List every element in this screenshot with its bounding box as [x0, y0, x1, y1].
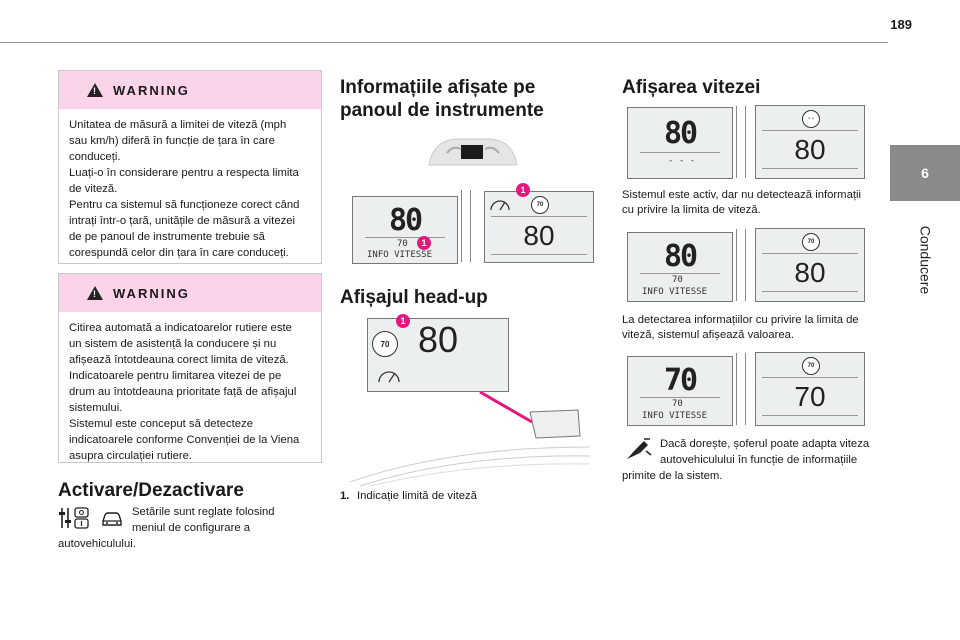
- callout-marker: 1: [516, 183, 530, 197]
- headup-heading: Afișajul head-up: [340, 287, 488, 308]
- speedometer-icon: [376, 365, 402, 390]
- panel-sign: 70: [802, 357, 820, 375]
- speed-display-text-1: Sistemul este activ, dar nu detectează i…: [622, 189, 862, 216]
- instrument-heading-2: panoul de instrumente: [340, 100, 544, 121]
- caption-text: Indicație limită de viteză: [357, 490, 477, 502]
- panel-right-speed: 70: [794, 381, 826, 412]
- speed-panel-2-right: 70 80: [755, 228, 865, 302]
- panel-speed: 70: [663, 363, 698, 398]
- panel-speed: 80: [663, 116, 698, 151]
- warning-title: WARNING: [113, 285, 190, 301]
- panel-info-text: INFO VITESSE: [642, 411, 708, 421]
- panel-right-speed: 80: [794, 134, 826, 165]
- settings-icon: [58, 506, 92, 535]
- panel-sign: - -: [802, 110, 820, 128]
- warning-box-detection: WARNING Citirea automată a indicatoarelo…: [58, 273, 322, 463]
- warning-title: WARNING: [113, 82, 190, 98]
- panel-limit: 70: [672, 275, 683, 285]
- section-tab[interactable]: 6: [890, 145, 960, 201]
- speedometer-icon: [489, 196, 511, 217]
- panel-dashes: - - -: [668, 156, 696, 166]
- tip-icon: [624, 437, 652, 468]
- warning-text: Citirea automată a indicatoarelor rutier…: [69, 322, 300, 462]
- activation-text-3: autovehiculului.: [58, 538, 136, 550]
- callout-marker: 1: [396, 314, 410, 328]
- panel-right-speed: 80: [794, 257, 826, 288]
- speed-limit-sign: 70: [531, 196, 549, 214]
- panel-speed: 80: [663, 239, 698, 274]
- callout-marker: 1: [417, 236, 431, 250]
- activation-text-2: meniul de configurare a: [132, 522, 251, 534]
- instrument-heading-1: Informațiile afișate pe: [340, 77, 536, 98]
- headup-speed: 80: [418, 319, 459, 360]
- warning-header: WARNING: [59, 71, 321, 109]
- panel-limit: 70: [672, 399, 683, 409]
- speed-panel-1-left: 80 - - -: [627, 107, 733, 179]
- tip-text-1: Dacă dorește, șoferul poate adapta vitez…: [660, 438, 870, 450]
- tip-text-3: primite de la sistem.: [622, 470, 723, 482]
- headup-display: 70 80: [367, 318, 509, 392]
- speed-panel-3-right: 70 70: [755, 352, 865, 426]
- cluster-info-text: INFO VITESSE: [367, 250, 433, 260]
- headup-projection-illustration: [349, 390, 591, 492]
- section-label: Conducere: [917, 225, 933, 295]
- panel-sign: 70: [802, 233, 820, 251]
- headup-sign: 70: [372, 331, 398, 357]
- warning-header: WARNING: [59, 274, 321, 312]
- cluster-display-left: 80 70 INFO VITESSE: [352, 196, 458, 264]
- caption-number: 1.: [340, 490, 350, 502]
- panel-info-text: INFO VITESSE: [642, 287, 708, 297]
- activation-text-1: Setările sunt reglate folosind: [132, 506, 275, 518]
- cluster-speed: 80: [388, 203, 423, 238]
- dashboard-icon: [425, 135, 521, 174]
- cluster-limit: 70: [397, 239, 408, 249]
- speed-panel-2-left: 80 70 INFO VITESSE: [627, 232, 733, 302]
- cluster-speed-right: 80: [523, 220, 555, 251]
- tip-text-2: autovehiculului în funcție de informații…: [660, 454, 858, 466]
- cluster-display-right: 70 80: [484, 191, 594, 263]
- speed-display-text-2: La detectarea informațiilor cu privire l…: [622, 314, 859, 341]
- speed-panel-3-left: 70 70 INFO VITESSE: [627, 356, 733, 426]
- header-divider: [0, 42, 888, 43]
- page-number: 189: [890, 17, 912, 32]
- speed-panel-1-right: - - 80: [755, 105, 865, 179]
- warning-icon: [87, 286, 103, 300]
- warning-text: Unitatea de măsură a limitei de viteză (…: [69, 119, 300, 259]
- car-settings-icon: [100, 510, 124, 533]
- warning-icon: [87, 83, 103, 97]
- warning-box-units: WARNING Unitatea de măsură a limitei de …: [58, 70, 322, 264]
- speed-display-heading: Afișarea vitezei: [622, 77, 761, 98]
- activation-heading: Activare/Dezactivare: [58, 480, 244, 501]
